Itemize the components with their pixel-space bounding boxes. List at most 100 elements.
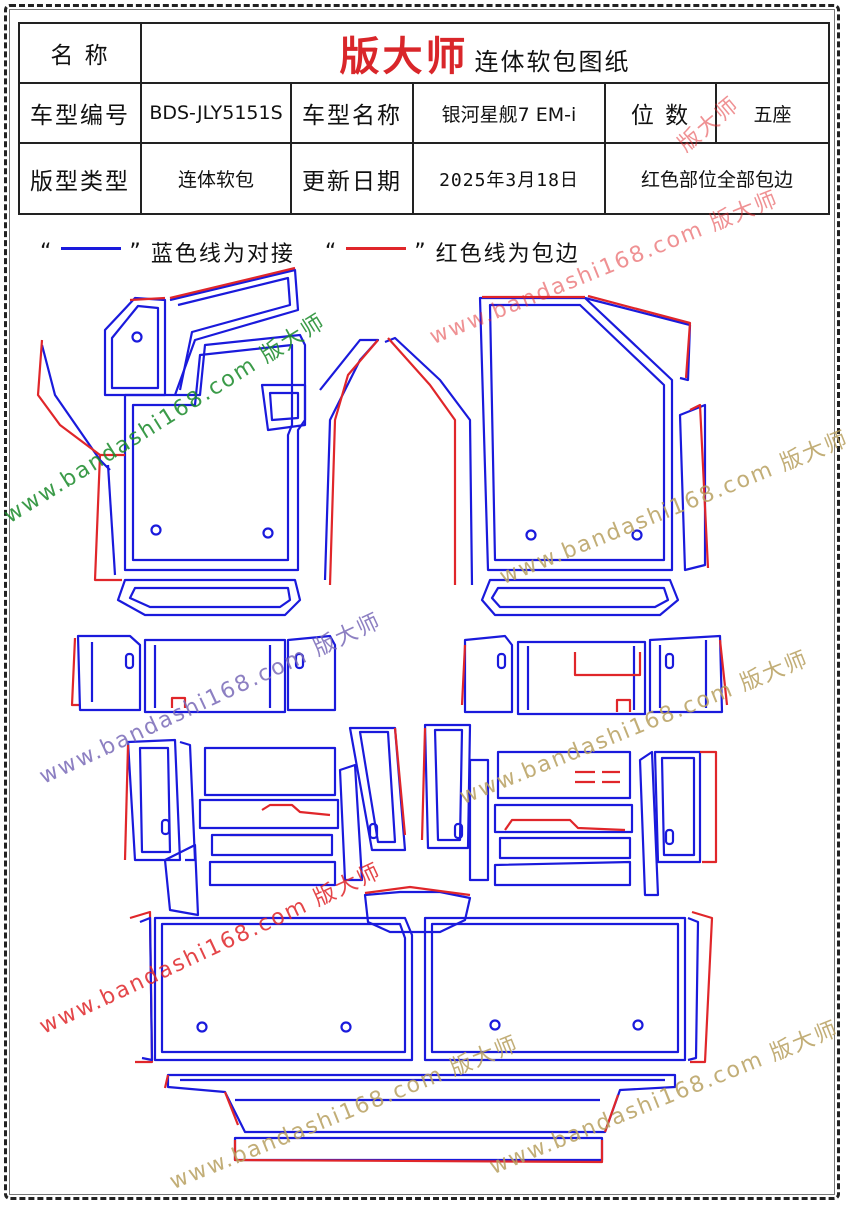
ls-part-c — [286, 634, 337, 712]
mid-panel-row — [198, 798, 340, 830]
red-legend-text: 红色线为包边 — [435, 242, 580, 267]
model-name-label: 车型名称 — [290, 82, 414, 144]
rt-tunnel-red — [420, 727, 427, 841]
rl-mat — [153, 916, 414, 1062]
lt-tunnel — [348, 726, 407, 852]
fl-side-curve-red — [328, 339, 379, 586]
ls-part-a — [76, 634, 142, 712]
pattern-type-label: 版型类型 — [18, 142, 142, 215]
rs-red-edge — [718, 639, 729, 706]
front-right-mat — [384, 294, 710, 617]
update-date-label: 更新日期 — [290, 142, 414, 215]
fl-hole — [262, 527, 274, 539]
fl-mat-left-flap — [40, 344, 111, 471]
fr-hole — [631, 529, 643, 541]
rmid-panel-red — [504, 818, 626, 832]
ls-slot — [294, 652, 305, 670]
ls-slot — [124, 652, 135, 670]
fl-mat-inner — [131, 343, 294, 562]
fr-side-strip-red — [689, 403, 710, 569]
fl-hole — [150, 524, 162, 536]
update-date-value: 2025年3月18日 — [412, 142, 606, 215]
rr-hole — [489, 1019, 501, 1031]
fl-mat-main — [123, 333, 307, 572]
lt-tunnel-inner — [358, 730, 397, 844]
rs-part-c-inner — [658, 640, 708, 708]
rr-mat-red — [690, 910, 714, 1064]
rs-slot — [496, 652, 507, 670]
front-left-mat — [36, 266, 380, 617]
ls-part-b-inner — [153, 645, 272, 708]
fl-side-curve-blue — [319, 338, 380, 581]
lt-post-inner — [138, 746, 172, 854]
title-suffix: 连体软包图纸 — [474, 48, 631, 76]
rt-slot — [664, 828, 675, 846]
fl-kick-panel — [103, 296, 167, 397]
rmid-panel-row — [493, 803, 634, 834]
fr-left-curve-blue — [384, 336, 474, 586]
model-code-label: 车型编号 — [18, 82, 142, 144]
fl-upper-flap — [169, 268, 300, 396]
sheet-title: 版大师连体软包图纸 — [139, 22, 831, 84]
lt-slot — [160, 818, 171, 836]
tunnel-hump — [363, 890, 472, 934]
rs-part-c — [648, 634, 724, 714]
rmid-panel-top — [496, 750, 632, 800]
rt-post-inner — [660, 756, 696, 857]
model-name-value: 银河星舰7 EM-i — [412, 82, 606, 144]
rs-part-b-inner — [526, 646, 636, 710]
fr-hole — [525, 529, 537, 541]
legend-quote-open: “ — [40, 239, 54, 265]
mid-panel-row2 — [210, 833, 334, 857]
pattern-type-value: 连体软包 — [140, 142, 292, 215]
rt-post-side — [638, 750, 660, 897]
legend-quote-close-2: ” — [414, 239, 428, 265]
rr-mat-side — [687, 916, 700, 1062]
rr-mat — [423, 916, 687, 1062]
blue-line-swatch — [61, 246, 122, 250]
rear-strips — [163, 1073, 677, 1164]
right-sill-panels — [460, 634, 729, 716]
rear-tunnel-pieces — [123, 723, 718, 934]
fl-kick-edge-red — [129, 296, 166, 302]
rs-part-a — [463, 634, 514, 714]
rmid-panel-row3 — [493, 860, 632, 887]
rear-step-inner — [180, 1078, 665, 1102]
lt-post-foot — [163, 843, 200, 917]
ls-part-b — [143, 638, 287, 714]
lt-tunnel-red — [393, 727, 407, 836]
sheet-inner-border — [9, 9, 835, 1195]
rr-mat-inner — [430, 922, 680, 1054]
fl-front-step-inner — [128, 586, 292, 609]
lt-post-strip — [179, 740, 197, 862]
mid-panel-row3 — [208, 860, 337, 887]
fr-front-step-inner — [490, 586, 670, 609]
rl-mat-inner — [160, 922, 407, 1054]
fl-mat-left-flap-red — [36, 339, 101, 456]
rs-red-box — [573, 652, 642, 677]
rs-slot — [664, 652, 675, 670]
fl-kick-panel-inner — [110, 304, 160, 390]
fl-hole — [131, 331, 143, 343]
rs-part-b — [516, 640, 647, 716]
rr-hole — [632, 1019, 644, 1031]
rs-part-a-red — [460, 644, 467, 706]
fr-upper-flap-red — [587, 294, 692, 379]
fr-left-curve-red — [387, 337, 457, 585]
ls-red-tab — [170, 696, 187, 708]
red-line-swatch — [346, 246, 407, 250]
model-code-value: BDS-JLY5151S — [140, 82, 292, 144]
rt-tunnel — [423, 723, 472, 850]
tunnel-hump-red — [364, 885, 471, 897]
fr-upper-flap — [584, 296, 692, 382]
rmid-panel-row2 — [498, 836, 632, 860]
fl-mat-edge-blue — [106, 464, 117, 576]
fl-pedal-cutout-inner — [268, 391, 300, 422]
rt-tunnel-inner — [433, 728, 464, 842]
brand-logo-text: 版大师 — [339, 34, 469, 80]
seats-value: 五座 — [714, 82, 831, 144]
lt-tunnel-slot — [368, 822, 379, 840]
fl-mat-edge-red — [93, 453, 125, 582]
lt-post-red — [123, 744, 130, 861]
